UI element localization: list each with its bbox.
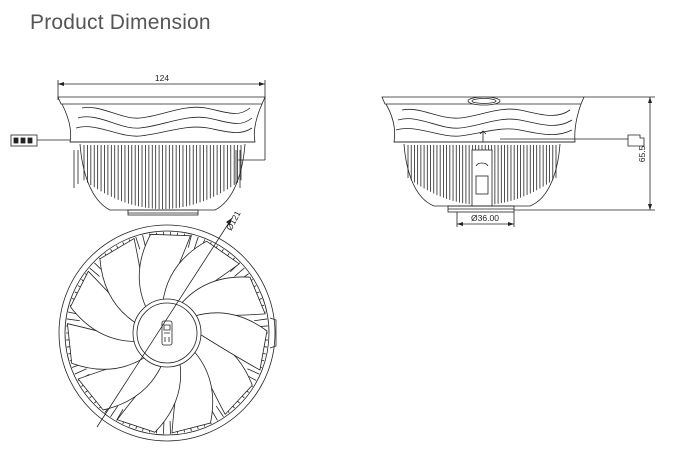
page-title: Product Dimension	[30, 11, 211, 34]
width-dimension-label: 124	[155, 73, 169, 83]
front-view: 124	[10, 73, 266, 216]
fan-connector	[10, 134, 70, 147]
base-diameter-dimension: Ø36.00	[456, 212, 515, 227]
fan-connector	[500, 134, 645, 147]
base-diameter-label: Ø36.00	[471, 213, 499, 223]
heatsink-fins	[83, 145, 242, 209]
brand-logo-icon	[467, 96, 501, 106]
height-dimension: 65.5	[514, 96, 655, 211]
height-dimension-label: 65.5	[637, 145, 647, 162]
fan-diameter-label: Ø121	[224, 209, 243, 232]
side-view: Ø36.00 65.5	[381, 96, 655, 227]
brand-logo-icon	[161, 320, 173, 346]
top-view-fan: Ø121	[58, 209, 277, 442]
fan-blades	[66, 233, 268, 434]
